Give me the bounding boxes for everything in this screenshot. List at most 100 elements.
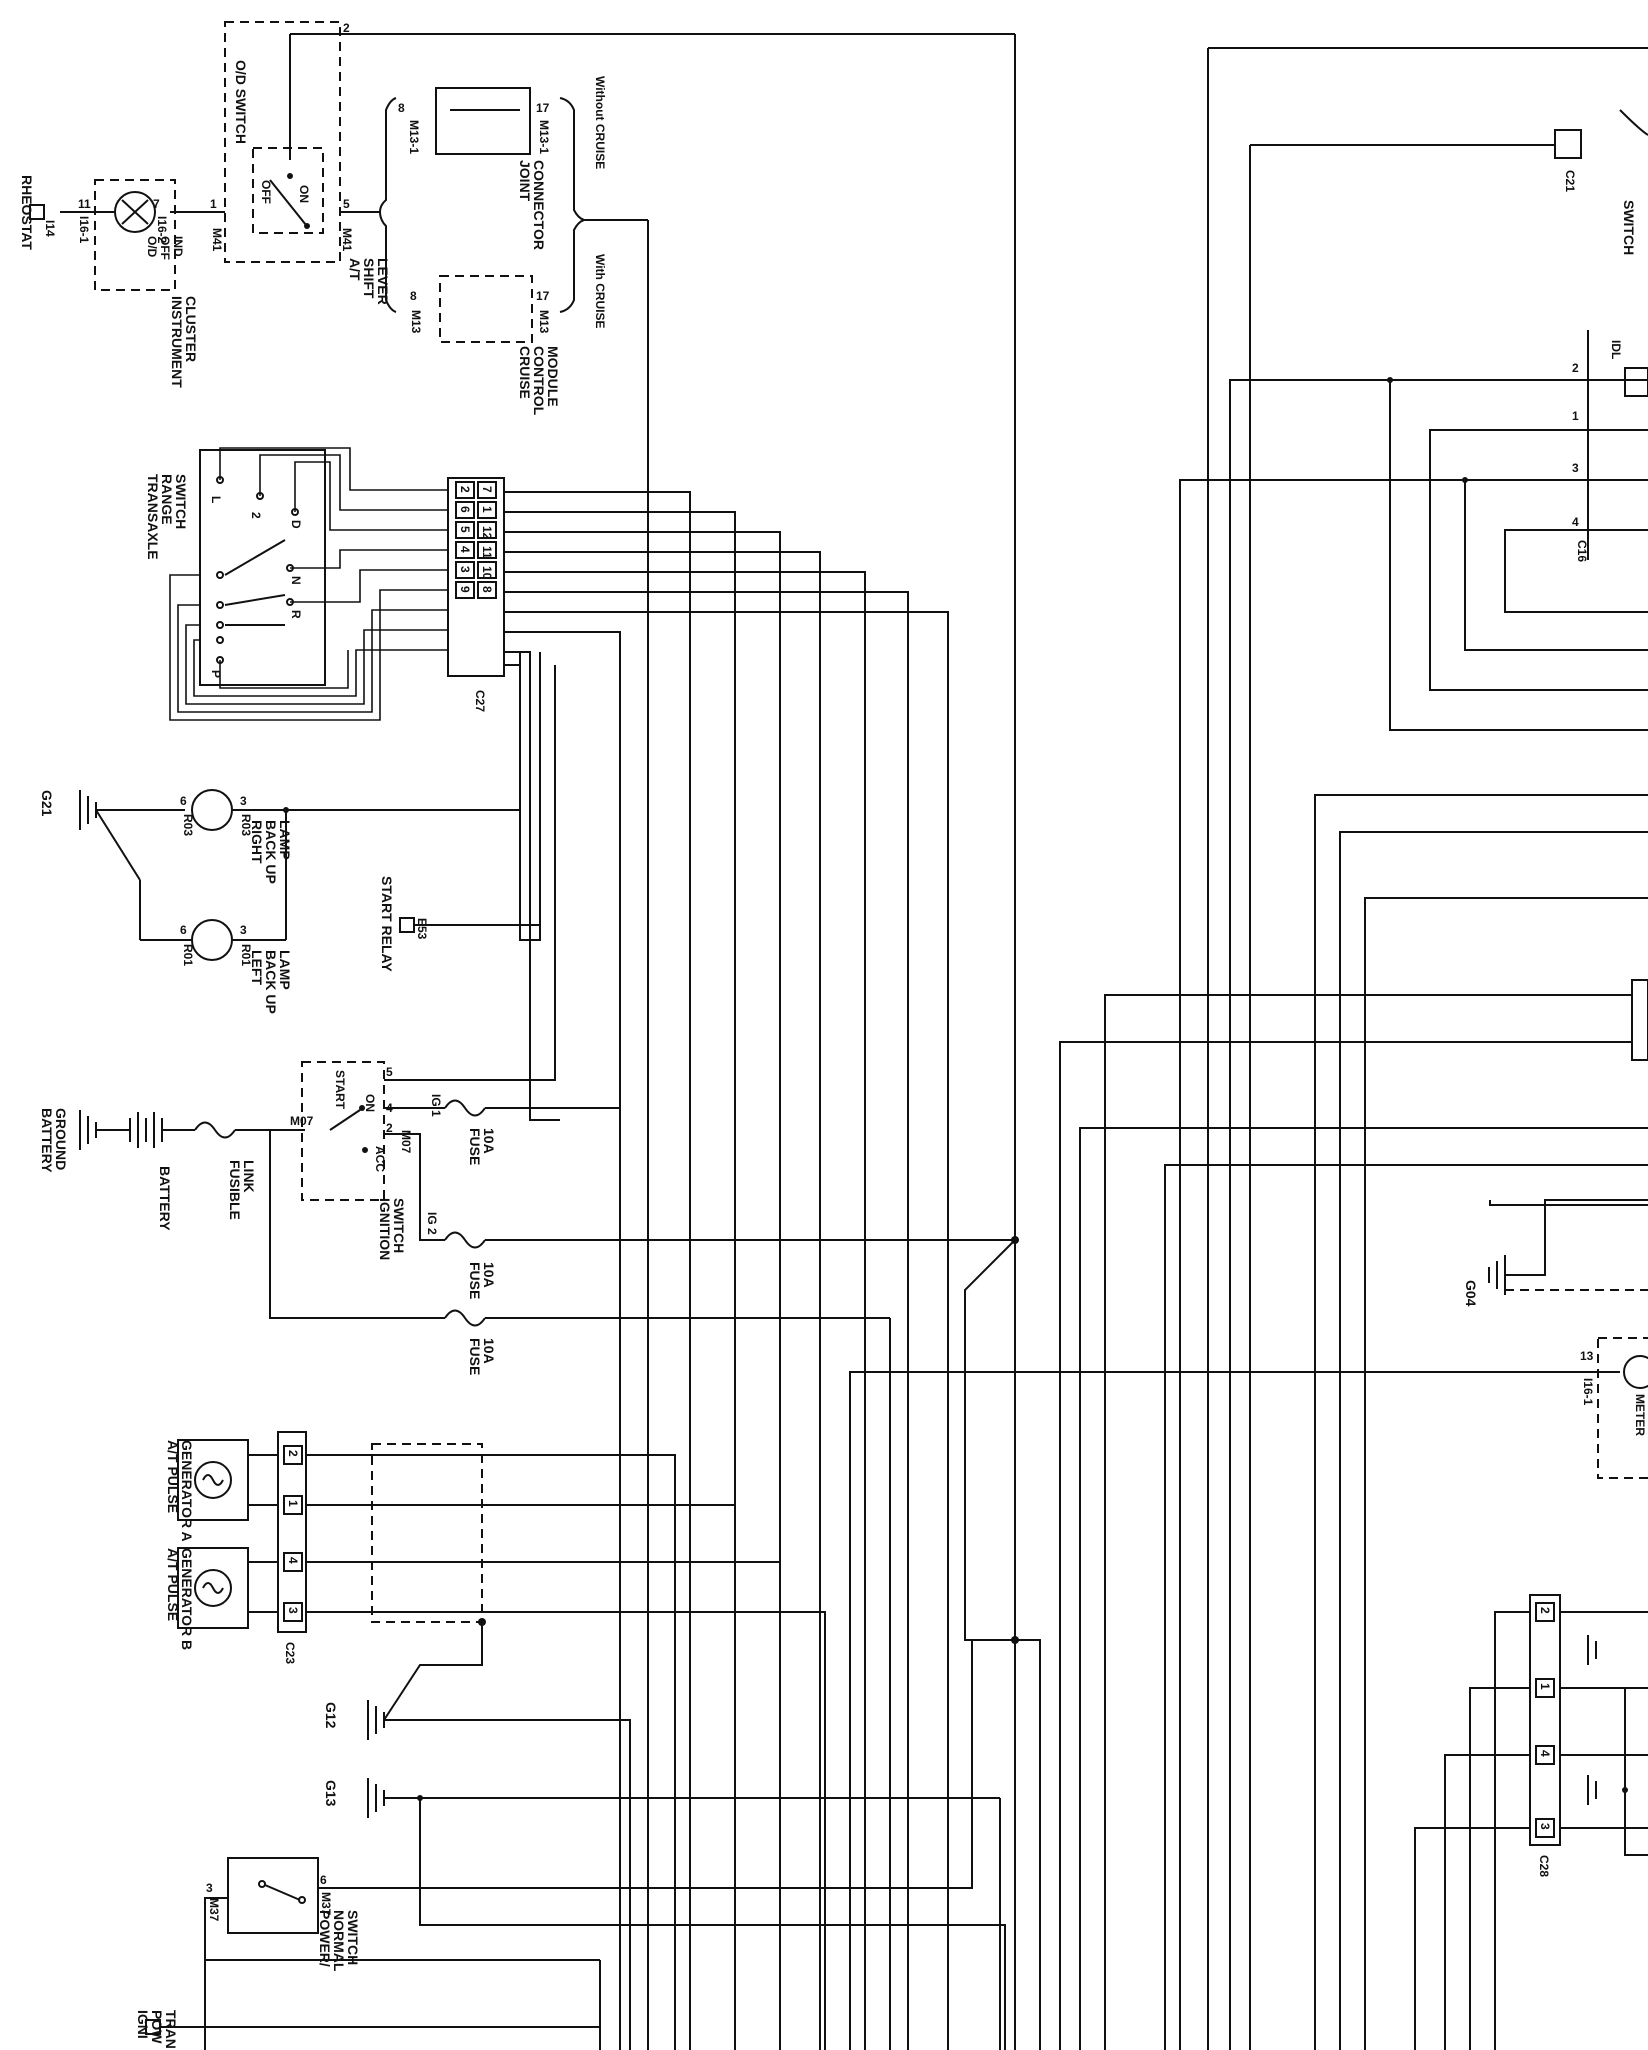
c23-label: C23 bbox=[283, 1642, 297, 1664]
power-normal-label-2: NORMAL bbox=[331, 1910, 347, 1972]
right-connector-mid bbox=[1631, 979, 1648, 1061]
left-lamp-label-1: LEFT bbox=[249, 950, 265, 985]
c23-pins: 2 1 4 3 bbox=[283, 1445, 303, 1622]
range-switch-label-3: SWITCH bbox=[173, 474, 189, 529]
svg-text:5: 5 bbox=[458, 526, 472, 533]
battery-ground-label-1: BATTERY bbox=[39, 1108, 55, 1173]
c27-pin-left-9: 9 bbox=[455, 581, 475, 599]
grounds-g12-g13: G12 G13 bbox=[323, 1622, 1006, 2050]
c28-pins: 2 1 4 3 bbox=[1535, 1602, 1555, 1838]
c27-label: C27 bbox=[473, 690, 487, 712]
c16-label: C16 bbox=[1575, 540, 1589, 562]
svg-text:2: 2 bbox=[458, 486, 472, 493]
range-switch-label-1: TRANSAXLE bbox=[145, 474, 161, 560]
pulse-a-label-1: A/T PULSE bbox=[165, 1440, 181, 1513]
instrument-cluster-group: 7 I16-2 11 I16-1 O/D OFF IND INSTRUMENT … bbox=[19, 175, 199, 388]
range-n-label: N bbox=[289, 576, 303, 585]
svg-text:2: 2 bbox=[286, 1450, 300, 1457]
ig2-label: IG 2 bbox=[425, 1212, 439, 1235]
c27-pin-right-10: 10 bbox=[477, 561, 497, 580]
right-side-group: C21 SWITCH IDL 2 1 3 4 C16 bbox=[1059, 47, 1648, 2050]
without-cruise-label: Without CRUISE bbox=[593, 76, 607, 169]
right-lamp-label-1: RIGHT bbox=[249, 820, 265, 864]
meter-box bbox=[1597, 1337, 1648, 1479]
power-normal-switch-group: 3 M37 6 M37 POWER/ NORMAL SWITCH IGNI PO… bbox=[135, 1640, 973, 2050]
right-lamp-label-2: BACK UP bbox=[263, 820, 279, 884]
pin-label: 6 bbox=[180, 794, 187, 808]
cruise-module-box bbox=[439, 275, 533, 343]
c23-pin-4: 4 bbox=[283, 1552, 303, 1572]
c28-connector bbox=[1529, 1594, 1561, 1846]
range-2-label: 2 bbox=[249, 512, 263, 519]
r01-right-label: R01 bbox=[239, 944, 253, 966]
with-cruise-label: With CRUISE bbox=[593, 254, 607, 329]
od-off-ind-label-3: IND bbox=[171, 236, 185, 257]
pulse-generators-group: A/T PULSE GENERATOR A A/T PULSE GENERATO… bbox=[165, 1431, 826, 2050]
battery-symbol bbox=[129, 1112, 163, 1148]
i16-1-right-label: I16-1 bbox=[1581, 1378, 1595, 1406]
pulse-b-label-1: A/T PULSE bbox=[165, 1548, 181, 1621]
power-normal-label-3: SWITCH bbox=[345, 1910, 361, 1965]
c27-pin-right-11: 11 bbox=[477, 541, 497, 559]
svg-text:4: 4 bbox=[458, 546, 472, 553]
pin-label: 3 bbox=[206, 1881, 213, 1895]
cruise-label-2: CONTROL bbox=[531, 346, 547, 416]
battery-ground-label-2: GROUND bbox=[53, 1108, 69, 1170]
ign-label-2: SWITCH bbox=[391, 1198, 407, 1253]
od-switch-group: O/D SWITCH 2 ON OFF 1 5 M41 M41 A/T SHIF… bbox=[170, 21, 1016, 2050]
pin-label: 13 bbox=[1580, 1349, 1594, 1363]
m07-left-label: M07 bbox=[290, 1114, 314, 1128]
c27-pin-left-5: 5 bbox=[455, 521, 475, 539]
svg-text:2: 2 bbox=[1538, 1607, 1552, 1614]
battery-ignition-group: BATTERY GROUND BATTERY FUSIBLE LINK M07 … bbox=[39, 632, 1041, 2050]
pin-label: 17 bbox=[536, 101, 550, 115]
od-off-ind-label-1: O/D bbox=[145, 236, 159, 258]
fuse2-label-2: 10A bbox=[481, 1262, 497, 1288]
cruise-label-3: MODULE bbox=[545, 346, 561, 407]
joint-label-1: JOINT bbox=[517, 160, 533, 202]
g04-label: G04 bbox=[1463, 1280, 1479, 1307]
c21-connector bbox=[1554, 129, 1582, 159]
pin-label: 8 bbox=[410, 289, 417, 303]
m07-right-label: M07 bbox=[399, 1130, 413, 1154]
c23-pin-2: 2 bbox=[283, 1445, 303, 1465]
m13-left-label: M13 bbox=[409, 310, 423, 334]
svg-text:3: 3 bbox=[286, 1607, 300, 1614]
c21-label: C21 bbox=[1563, 170, 1577, 192]
c27-pin-right-12: 12 bbox=[477, 521, 497, 540]
c28-pin-3: 3 bbox=[1535, 1818, 1555, 1838]
c23-pin-3: 3 bbox=[283, 1602, 303, 1622]
shift-lever-switch-box bbox=[252, 147, 324, 234]
ign-acc-label: ACC bbox=[373, 1146, 387, 1172]
c27-pin-right-7: 7 bbox=[477, 481, 497, 499]
svg-text:1: 1 bbox=[1538, 1683, 1552, 1690]
c27-pin-left-6: 6 bbox=[455, 501, 475, 519]
svg-text:1: 1 bbox=[286, 1500, 300, 1507]
ign-label-1: IGNITION bbox=[377, 1198, 393, 1260]
c27-pin-left-4: 4 bbox=[455, 541, 475, 559]
start-relay-group: E53 START RELAY bbox=[379, 652, 541, 972]
pin-label: 3 bbox=[240, 923, 247, 937]
instrument-cluster-box bbox=[94, 179, 176, 291]
c28-pin-4: 4 bbox=[1535, 1745, 1555, 1765]
r03-left-label: R03 bbox=[181, 814, 195, 836]
c23-pin-1: 1 bbox=[283, 1495, 303, 1515]
fusible-link-label-1: FUSIBLE bbox=[227, 1160, 243, 1220]
right-backup-lamp bbox=[191, 789, 233, 831]
i16-1-label: I16-1 bbox=[77, 216, 91, 244]
pin-label: 17 bbox=[536, 289, 550, 303]
pin-label: 7 bbox=[153, 197, 160, 211]
shift-lever-label-2: SHIFT bbox=[361, 258, 377, 299]
switch-on-label: ON bbox=[297, 185, 311, 203]
i14-connector bbox=[29, 204, 45, 220]
ign-on-label: ON bbox=[363, 1094, 377, 1112]
bottom-cut-label-1: IGNI bbox=[135, 2010, 151, 2039]
m13-right-label: M13 bbox=[537, 310, 551, 334]
m41-left-label: M41 bbox=[210, 228, 224, 252]
fusible-link-label-2: LINK bbox=[241, 1160, 257, 1193]
c27-pin-right-1: 1 bbox=[477, 501, 497, 519]
bottom-cut-label-2: POW bbox=[149, 2010, 165, 2044]
pulse-b-label-2: GENERATOR B bbox=[179, 1548, 195, 1650]
svg-text:10: 10 bbox=[480, 566, 494, 580]
r01-left-label: R01 bbox=[181, 944, 195, 966]
